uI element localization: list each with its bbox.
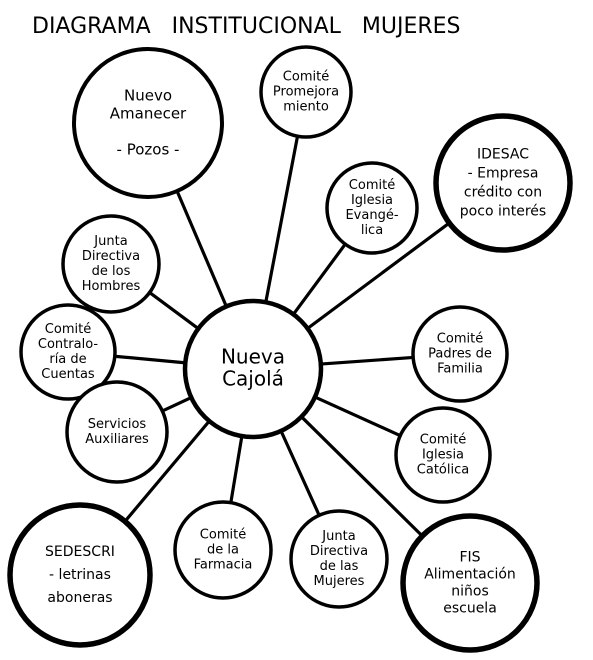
node-idesac-label-line-4: poco interés xyxy=(460,204,546,220)
connector-servicios-auxiliares xyxy=(159,395,195,414)
connector-sedescri xyxy=(122,417,213,525)
node-comite-iglesia-evangelica-label-line-3: Evangé- xyxy=(345,208,398,223)
node-sedescri-label-line-3: aboneras xyxy=(47,590,112,606)
connector-junta-directiva-hombres xyxy=(146,289,202,332)
node-servicios-auxiliares-label-line-1: Servicios xyxy=(88,417,147,432)
node-junta-directiva-mujeres-label-line-3: de las xyxy=(320,559,359,574)
node-fis-label-line-2: Alimentación xyxy=(424,567,516,583)
connector-comite-padres-familia xyxy=(317,355,417,366)
node-nuevo-amanecer-label-line-4: - Pozos - xyxy=(117,141,180,159)
node-circle-comite-iglesia-catolica xyxy=(394,406,492,504)
node-comite-iglesia-catolica-label-line-2: Iglesia xyxy=(422,448,464,463)
diagram-title: DIAGRAMA INSTITUCIONAL MUJERES xyxy=(32,14,461,39)
node-circle-idesac xyxy=(433,113,573,253)
node-sedescri-label-line-2: - letrinas xyxy=(49,567,111,583)
node-idesac-label-line-3: crédito con xyxy=(464,185,542,201)
node-idesac: IDESAC - Empresa crédito con poco interés xyxy=(433,113,573,253)
node-junta-directiva-mujeres-label-line-1: Junta xyxy=(321,529,355,544)
node-circle-sedescri xyxy=(7,502,153,648)
connector-comite-contraloria-cuentas xyxy=(111,354,189,365)
node-comite-contraloria-cuentas-label-line-4: Cuentas xyxy=(41,367,95,382)
node-comite-iglesia-evangelica-label-line-4: lica xyxy=(361,223,383,238)
connector-comite-iglesia-catolica xyxy=(311,394,404,438)
node-junta-directiva-mujeres-label-line-2: Directiva xyxy=(310,544,368,559)
node-comite-padres-familia-label-line-2: Padres de xyxy=(428,347,492,362)
connector-junta-directiva-mujeres xyxy=(278,427,322,519)
node-circle-servicios-auxiliares xyxy=(65,380,169,484)
node-junta-directiva-hombres-label-line-2: Directiva xyxy=(82,249,140,264)
connector-comite-iglesia-evangelica xyxy=(290,241,348,318)
node-junta-directiva-hombres-label-line-3: de los xyxy=(92,264,131,279)
node-comite-iglesia-evangelica-label-line-1: Comité xyxy=(349,178,395,193)
node-circle-comite-promejoramiento xyxy=(259,45,353,139)
connector-lines xyxy=(111,132,453,540)
node-circle-comite-iglesia-evangelica xyxy=(325,161,419,255)
node-fis-label-line-4: escuela xyxy=(443,601,497,617)
node-circle-junta-directiva-mujeres xyxy=(289,509,389,609)
node-sedescri: SEDESCRI - letrinas aboneras xyxy=(7,502,153,648)
node-circle-nuevo-amanecer xyxy=(72,47,224,199)
node-servicios-auxiliares-label-line-2: Auxiliares xyxy=(85,432,149,447)
node-comite-iglesia-catolica-label-line-3: Católica xyxy=(417,463,469,478)
connector-comite-farmacia xyxy=(228,432,244,507)
center-node-label-line-1: Nueva xyxy=(221,345,285,369)
node-junta-directiva-hombres-label-line-1: Junta xyxy=(93,234,127,249)
node-junta-directiva-mujeres-label-line-4: Mujeres xyxy=(314,574,365,589)
node-comite-promejoramiento-label-line-1: Comité xyxy=(283,70,329,85)
connector-fis xyxy=(298,413,426,540)
node-comite-contraloria-cuentas-label-line-3: ría de xyxy=(49,352,86,367)
node-nuevo-amanecer-label-line-1: Nuevo xyxy=(124,87,172,105)
center-node-label-line-2: Cajolá xyxy=(222,367,284,391)
node-comite-promejoramiento-label-line-3: miento xyxy=(283,100,329,115)
node-comite-contraloria-cuentas-label-line-2: Contralo- xyxy=(38,337,98,352)
node-junta-directiva-hombres-label-line-4: Hombres xyxy=(82,279,141,294)
node-circle-comite-padres-familia xyxy=(411,305,509,403)
node-circle-comite-farmacia xyxy=(173,500,273,600)
node-circle-junta-directiva-hombres xyxy=(61,214,161,314)
node-comite-iglesia-evangelica-label-line-2: Iglesia xyxy=(351,193,393,208)
node-idesac-label-line-2: - Empresa xyxy=(468,166,539,182)
connector-nuevo-amanecer xyxy=(174,187,229,310)
node-nuevo-amanecer-label-line-2: Amanecer xyxy=(110,105,187,123)
node-idesac-label-line-1: IDESAC xyxy=(477,147,529,163)
node-circle-fis xyxy=(400,513,540,653)
node-sedescri-label-line-1: SEDESCRI xyxy=(45,544,115,560)
node-comite-padres-familia-label-line-3: Familia xyxy=(437,362,483,377)
node-comite-contraloria-cuentas-label-line-1: Comité xyxy=(45,322,91,337)
node-comite-padres-familia-label-line-1: Comité xyxy=(437,332,483,347)
connector-idesac xyxy=(304,220,453,332)
node-comite-farmacia-label-line-2: de la xyxy=(207,543,239,558)
node-circle-comite-contraloria-cuentas xyxy=(19,303,117,401)
node-comite-promejoramiento-label-line-2: Promejora xyxy=(273,85,339,100)
node-fis-label-line-1: FIS xyxy=(459,550,480,566)
node-fis-label-line-3: niños xyxy=(451,584,489,600)
connector-comite-promejoramiento xyxy=(263,132,300,306)
node-comite-farmacia-label-line-1: Comité xyxy=(200,528,246,543)
center-node-circle xyxy=(182,298,324,440)
node-comite-iglesia-catolica-label-line-1: Comité xyxy=(420,433,466,448)
node-comite-farmacia-label-line-3: Farmacia xyxy=(194,558,253,573)
